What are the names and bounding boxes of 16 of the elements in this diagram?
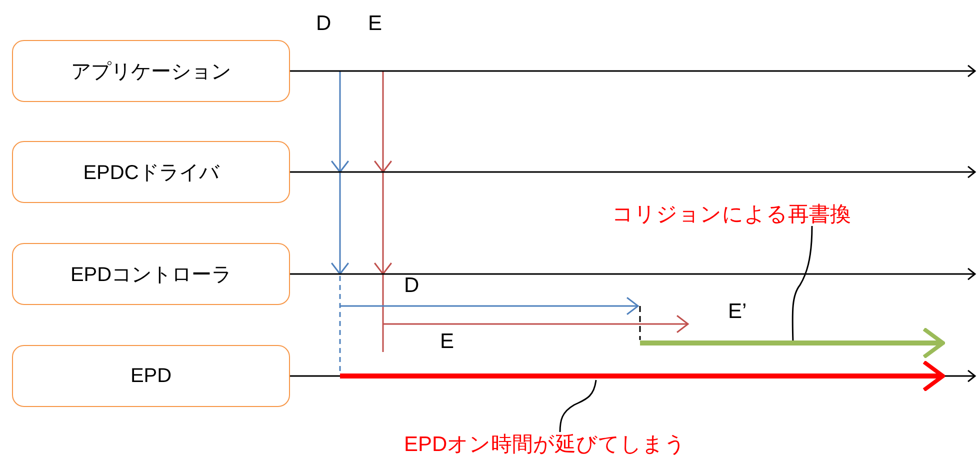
timeline-arrow [290, 166, 976, 178]
signal-label: E’ [728, 300, 747, 324]
signal-label: E [440, 330, 454, 354]
callout-text: EPDオン時間が延びてしまう [404, 430, 686, 458]
lifeline-box: EPDCドライバ [12, 141, 290, 203]
signal-label: D [404, 274, 420, 298]
timeline-arrow [290, 268, 976, 280]
signal-label: D [316, 12, 332, 36]
leader-line [792, 226, 813, 342]
callout-text: コリジョンによる再書換 [612, 200, 851, 228]
lifeline-box: アプリケーション [12, 40, 290, 102]
lifeline-box: EPDコントローラ [12, 243, 290, 305]
lifeline-box: EPD [12, 345, 290, 407]
timeline-arrow [290, 64, 976, 78]
signal-label: E [368, 12, 382, 36]
leader-line [559, 380, 597, 432]
